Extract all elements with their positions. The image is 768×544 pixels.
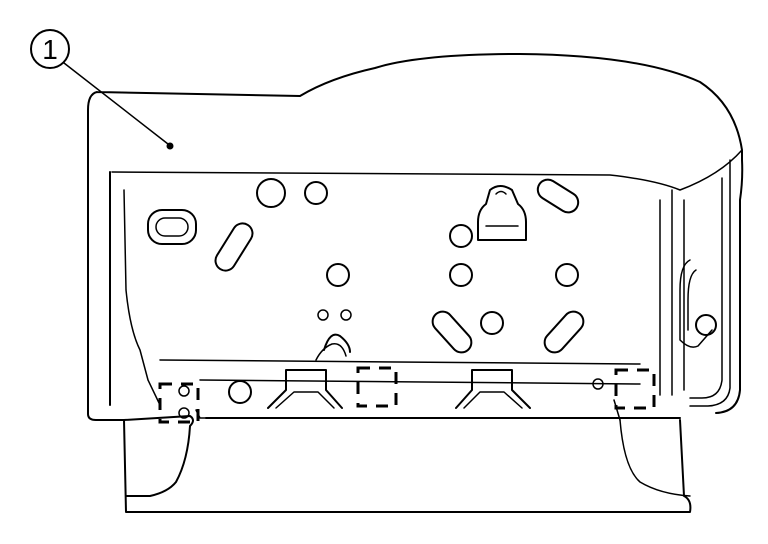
lower-panel xyxy=(123,399,692,513)
leader-line xyxy=(63,62,169,145)
callout-label: 1 xyxy=(42,34,58,65)
panel-holes xyxy=(147,178,604,419)
lower-rail xyxy=(159,359,641,385)
belt-guide xyxy=(477,185,527,241)
clip-right xyxy=(455,369,531,409)
inner-panel xyxy=(109,171,717,406)
seat-back-outer xyxy=(87,53,744,421)
callout-1: 1 xyxy=(30,29,174,150)
leader-dot xyxy=(166,142,174,150)
clip-locations xyxy=(158,366,656,424)
clip-left xyxy=(267,369,343,409)
callout-circle xyxy=(30,29,70,69)
